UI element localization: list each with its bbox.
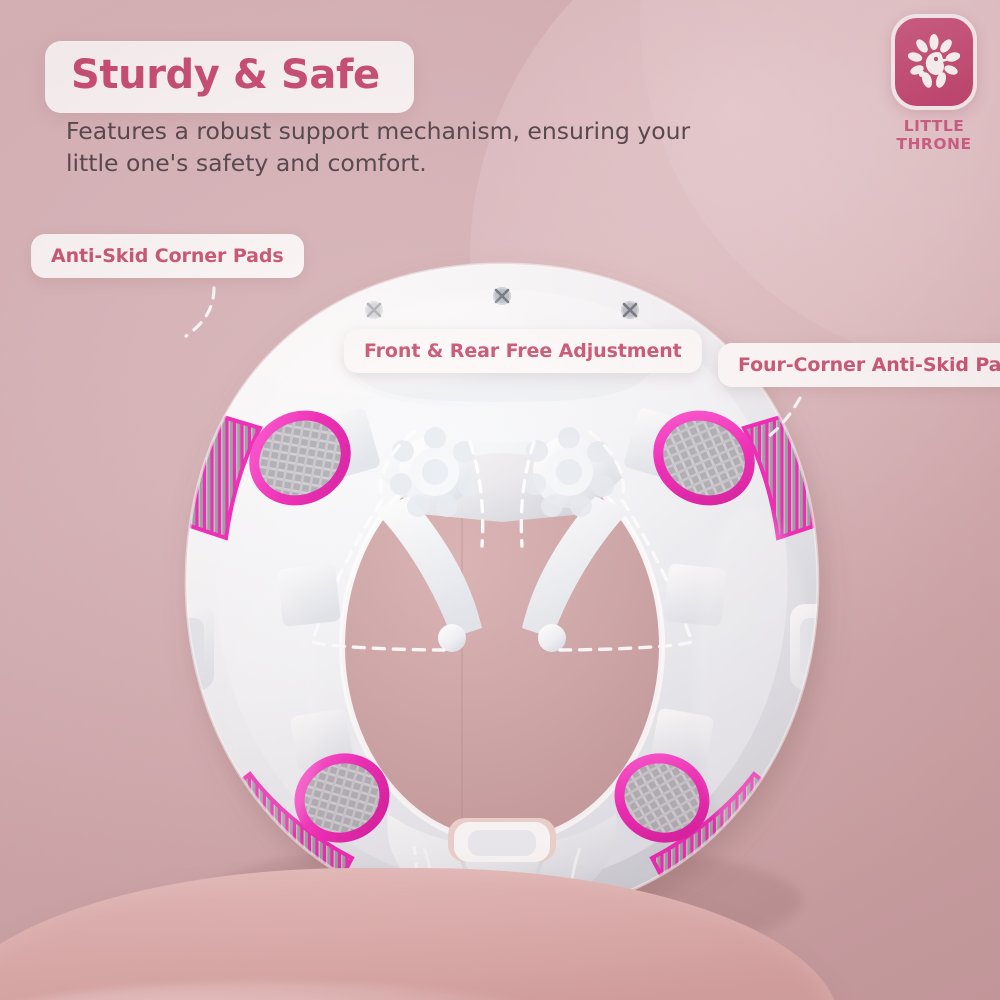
brand-logo: LITTLE THRONE: [886, 14, 982, 153]
brand-name-line2: THRONE: [896, 134, 972, 153]
callout-front-rear-free-adjustment: Front & Rear Free Adjustment: [344, 329, 702, 373]
screw: [621, 301, 639, 319]
slider-cap-right: [538, 624, 566, 652]
adjustment-arm-left: [374, 496, 482, 638]
flower-hummingbird-icon: [908, 34, 960, 88]
brand-name-line1: LITTLE: [903, 117, 965, 135]
corner-pad-bottom-left: [294, 753, 390, 843]
callout-anti-skid-corner-pads: Anti-Skid Corner Pads: [31, 234, 304, 278]
page-subtitle: Features a robust support mechanism, ens…: [66, 117, 691, 178]
callout-four-corner-anti-skid-pads: Four-Corner Anti-Skid Pads: [718, 343, 1000, 387]
front-bezel-lip: [448, 818, 556, 862]
callout-label: Anti-Skid Corner Pads: [51, 245, 284, 267]
brand-name: LITTLE THRONE: [886, 117, 982, 153]
corner-pad-top-right: [653, 410, 755, 506]
corner-pad-bottom-right: [614, 753, 710, 843]
callout-label: Front & Rear Free Adjustment: [364, 340, 682, 362]
adjustment-knob-left: [390, 427, 480, 517]
page-title: Sturdy & Safe: [71, 52, 380, 98]
pedestal-highlight: [0, 982, 590, 1000]
corner-anti-skid-pads: [249, 410, 755, 843]
headline-pill: Sturdy & Safe: [45, 41, 414, 113]
corner-pad-top-left: [249, 410, 351, 506]
adjustment-knob-right: [524, 427, 614, 517]
slider-cap-left: [438, 624, 466, 652]
adjustment-arm-right: [522, 496, 630, 638]
brand-badge: [891, 14, 977, 110]
adjustment-guide-dashes: [309, 430, 695, 652]
screw: [493, 287, 511, 305]
callout-label: Four-Corner Anti-Skid Pads: [738, 354, 1000, 376]
